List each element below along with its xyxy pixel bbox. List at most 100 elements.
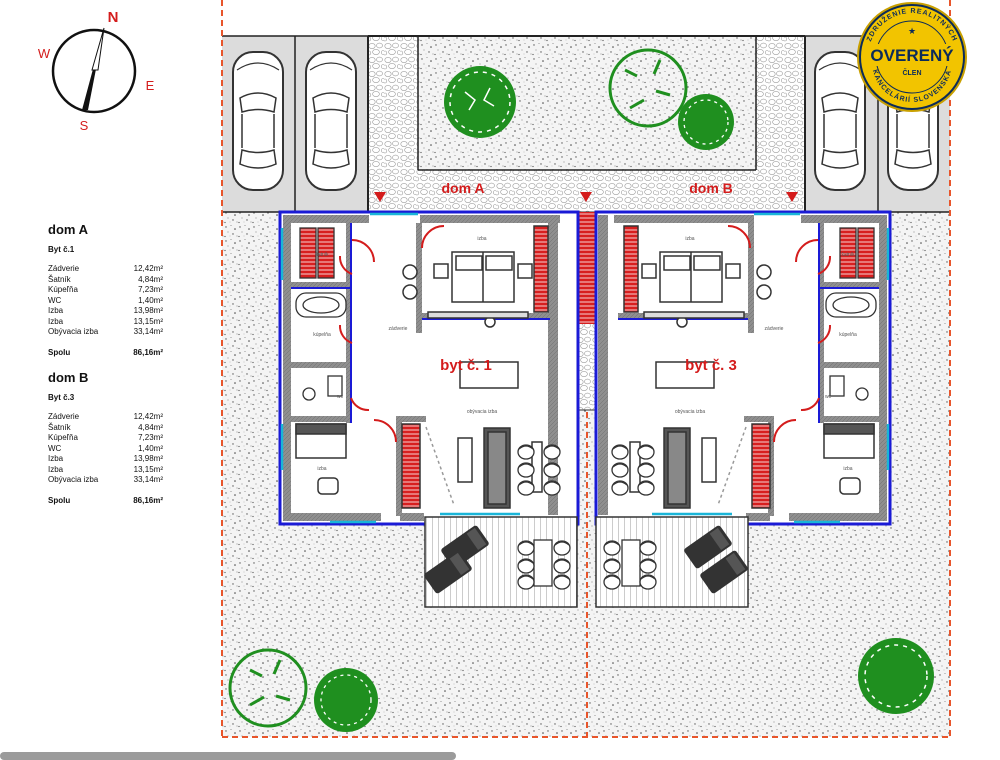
total-area: 86,16m² [133,495,163,505]
tree [228,648,308,728]
room-name: Zádverie [48,264,80,273]
bedroom-a1-furniture [427,225,549,328]
car [232,51,284,191]
star-icon: ★ [908,27,916,37]
room-area: 7,23m² [138,433,163,442]
room-area: 13,98m² [133,306,163,315]
legend-area-table: Zádverie 12,42m² Šatník 4,84m² Kúpeľňa 7,23… [48,264,163,358]
room-area: 4,84m² [138,274,163,284]
room-area: 33,14m² [133,475,163,484]
room-labels: šatník kúpelňa wc izba izba zádverie obý… [313,236,857,472]
badge-main-text: OVERENÝ [870,46,954,65]
room-name: WC [48,443,62,453]
bathroom-a-fixtures [295,227,347,401]
legend-row: Obývacia izba 33,14m² [48,475,163,486]
room-label-satnik-b: šatník [841,252,855,258]
verified-member-badge: ZDRUŽENIE REALITNÝCH KANCELÁRIÍ SLOVENSK… [857,2,967,112]
car [305,51,357,191]
legend-row: WC 1,40m² [48,444,163,455]
property-boundary [221,0,951,738]
room-label-zadverie-a: zádverie [389,326,408,332]
room-area: 12,42m² [133,412,163,421]
room-name: Šatník [48,274,71,284]
room-area: 13,15m² [133,316,163,326]
room-name: Izba [48,306,64,315]
compass-north: N [108,9,119,26]
dining-table-terrace-b [603,539,657,590]
legend-row: Obývacia izba 33,14m² [48,327,163,338]
legend-house-a: dom A Byt č.1 Zádverie 12,42m² Šatník 4,84… [48,222,163,358]
compass-east: E [146,78,155,93]
legend-row: Izba 13,15m² [48,465,163,476]
bathroom-b-fixtures [825,227,877,401]
total-area: 86,16m² [133,347,163,357]
room-name: Izba [48,454,64,463]
room-area: 33,14m² [133,327,163,336]
room-area: 1,40m² [138,295,163,305]
room-area: 13,98m² [133,454,163,463]
room-name: Zádverie [48,412,80,421]
room-area: 12,42m² [133,264,163,273]
bedroom-b1-furniture [623,225,745,328]
room-name: Izba [48,316,64,326]
legend-total-row: Spolu 86,16m² [48,486,163,507]
compass-west: W [38,46,51,61]
house-b-label: dom B [689,180,733,196]
legend-row: Kúpeľňa 7,23m² [48,285,163,296]
legend-row: Zádverie 12,42m² [48,412,163,423]
room-label-kupelna-b: kúpelňa [839,332,857,338]
legend-row: Izba 13,15m² [48,317,163,328]
legend-row: Izba 13,98m² [48,454,163,465]
room-label-wc-b: wc [825,394,832,400]
house-a-label: dom A [441,180,484,196]
total-label: Spolu [48,347,71,357]
living-a-furniture [295,264,561,509]
legend-total-row: Spolu 86,16m² [48,338,163,359]
unit-1-label: byt č. 1 [440,357,492,374]
shrub [314,668,378,732]
tree [608,48,688,128]
unit-3-label: byt č. 3 [685,357,737,374]
room-name: Izba [48,464,64,474]
room-label-izba-a1: izba [477,236,486,242]
legend-row: Zádverie 12,42m² [48,264,163,275]
total-label: Spolu [48,495,71,505]
windows-a [280,212,520,524]
horizontal-scrollbar[interactable] [0,752,456,760]
room-area: 1,40m² [138,443,163,453]
legend-house-title: dom B [48,370,89,385]
room-name: Obývacia izba [48,475,99,484]
room-area: 13,15m² [133,464,163,474]
room-area: 7,23m² [138,285,163,294]
room-label-izba-b2: izba [843,466,852,472]
room-label-satnik-a: šatník [315,252,329,258]
room-label-obyvacia-a: obývacia izba [467,409,498,415]
windows-b [652,212,890,524]
entrance-arrow [374,192,798,202]
badge-sub-text: ČLEN [902,68,921,77]
living-b-furniture [611,264,875,509]
legend-house-title: dom A [48,222,88,237]
doors-b [727,225,832,443]
legend-row: Šatník 4,84m² [48,275,163,286]
legend-row: Kúpeľňa 7,23m² [48,433,163,444]
legend-unit-title: Byt č.1 [48,245,75,254]
tree [858,638,934,714]
room-name: Kúpeľňa [48,285,78,294]
shrub [678,94,734,150]
room-label-wc-a: wc [337,394,344,400]
tree [444,66,516,138]
room-name: Kúpeľňa [48,433,78,442]
room-area: 4,84m² [138,422,163,432]
doors-a [338,225,445,443]
room-label-izba-a2: izba [317,466,326,472]
compass-south: S [80,118,89,133]
legend-row: Izba 13,98m² [48,306,163,317]
room-name: Obývacia izba [48,327,99,336]
dining-table-terrace-a [517,539,571,590]
